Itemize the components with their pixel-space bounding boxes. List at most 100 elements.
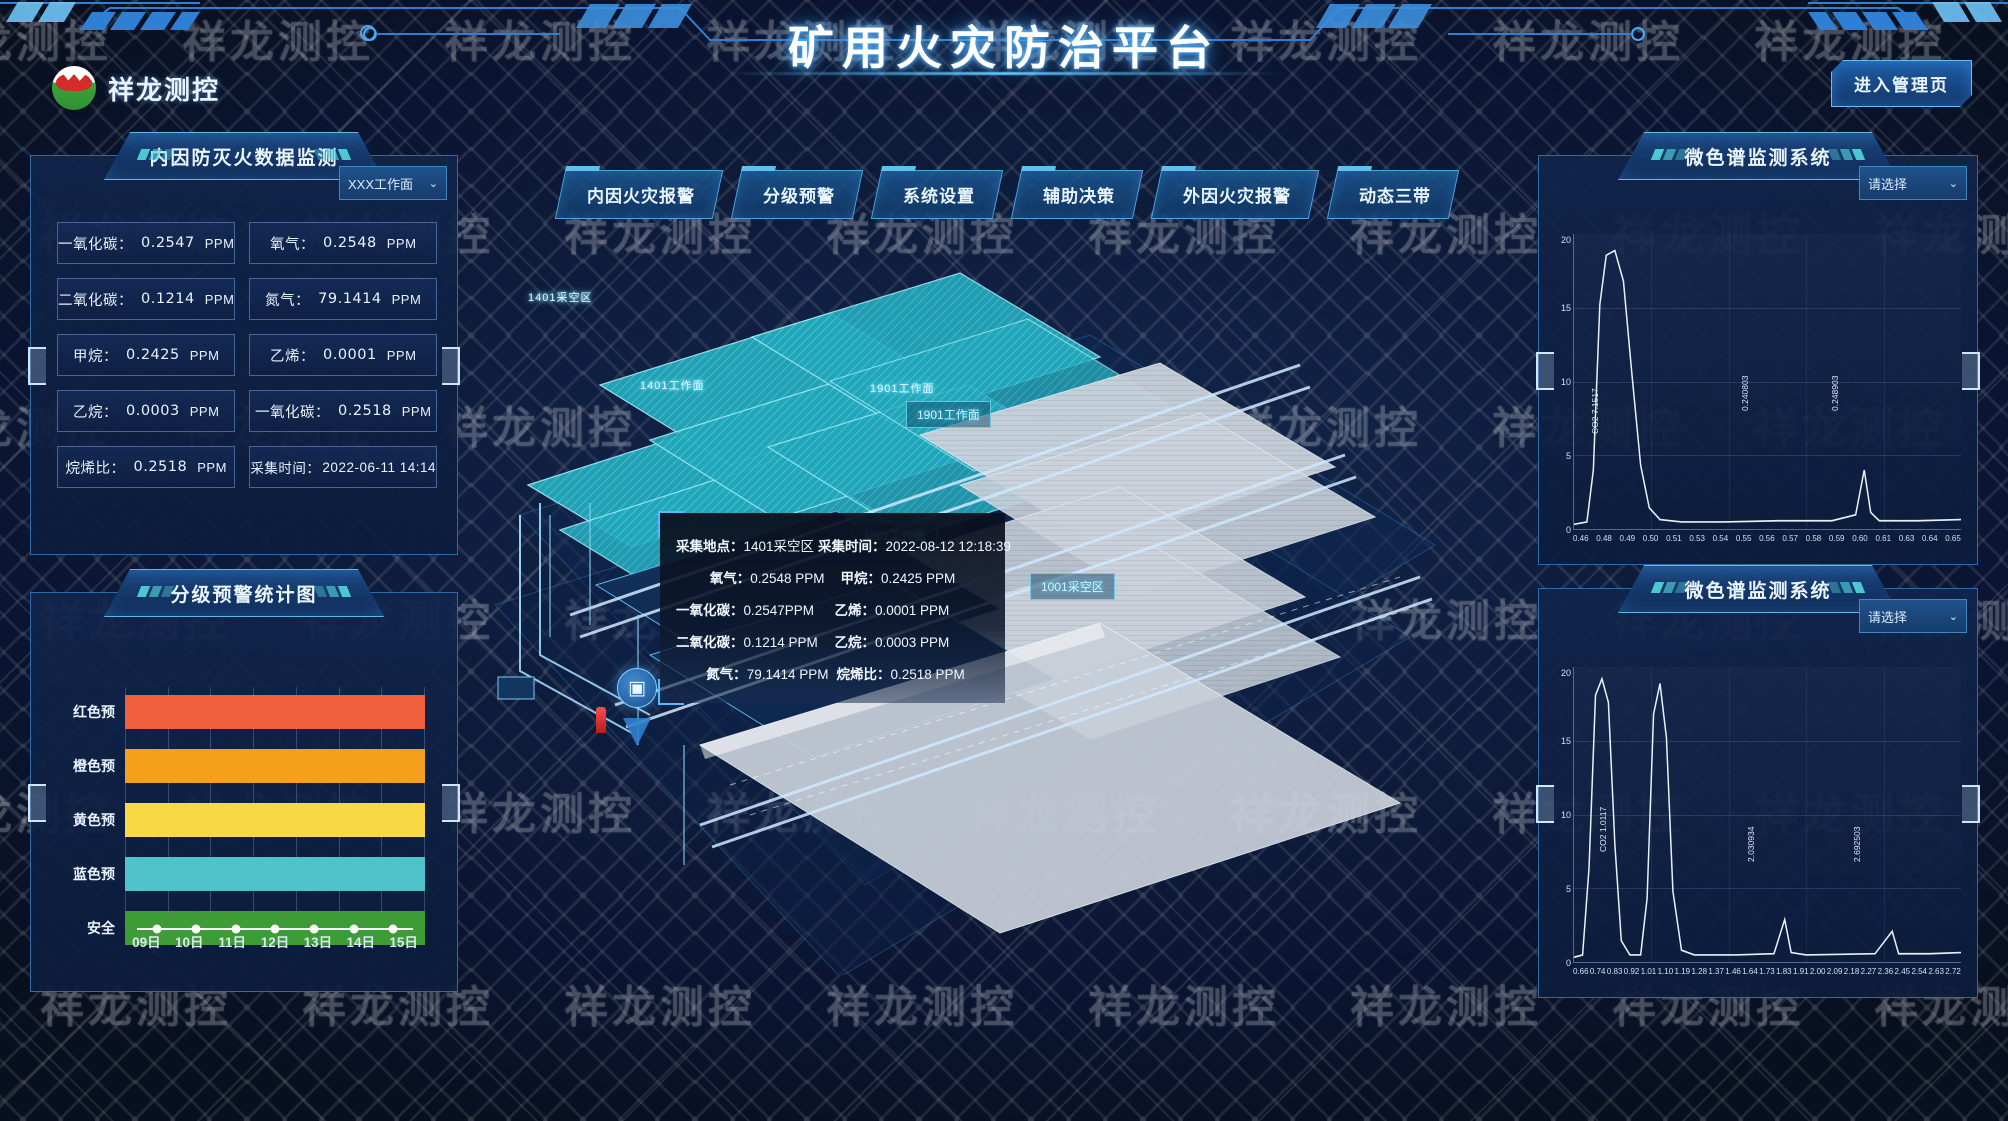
bar-label: 红色预	[73, 704, 115, 720]
tooltip-val: 0.0003 PPM	[875, 635, 950, 650]
nav-item-graded-warning[interactable]: 分级预警	[730, 170, 864, 219]
y-tick: 5	[1565, 451, 1571, 461]
x-tick: 2.72	[1945, 967, 1961, 976]
gas-readings-grid: 一氧化碳： 0.2547 PPM 氧气： 0.2548 PPM 二氧化碳： 0.…	[57, 222, 438, 488]
scene-label-1: 1401工作面	[640, 380, 705, 392]
cube-icon[interactable]: ▣	[617, 668, 657, 708]
x-tick: 0.49	[1619, 534, 1636, 543]
enter-admin-button[interactable]: 进入管理页	[1831, 60, 1972, 107]
x-tick: 0.61	[1875, 534, 1892, 543]
x-tick: 0.56	[1759, 534, 1775, 543]
tooltip-val: 79.1414 PPM	[746, 667, 829, 682]
panel-title-text: 内因防灭火数据监测	[149, 147, 339, 169]
mine-3d-scene[interactable]: 1401采空区 1401工作面 1901工作面 1901工作面 1001工作面 …	[400, 185, 1460, 975]
panel-title-gas-monitoring: 内因防灭火数据监测	[104, 132, 384, 180]
nav-item-decision-support[interactable]: 辅助决策	[1010, 170, 1144, 219]
nav-item-dynamic-three-zones[interactable]: 动态三带	[1326, 170, 1460, 219]
x-tick: 1.64	[1742, 967, 1758, 976]
gas-value: 0.2547	[141, 235, 195, 251]
gas-value: 0.0001	[323, 347, 377, 363]
x-tick: 0.65	[1945, 534, 1961, 543]
chromatograph-top-select[interactable]: 请选择 ⌄	[1859, 166, 1967, 200]
tooltip-key: 采集时间：	[818, 539, 886, 554]
chromatograph-top-x-axis: 0.46 0.48 0.49 0.50 0.51 0.53 0.54 0.55 …	[1573, 534, 1961, 552]
panel-gas-monitoring: 内因防灭火数据监测 XXX工作面 ⌄ 一氧化碳： 0.2547 PPM 氧气： …	[28, 155, 460, 555]
tooltip-row: 采集地点：1401采空区 采集时间：2022-08-12 12:18:39	[674, 529, 1011, 561]
x-tick: 2.45	[1894, 967, 1911, 976]
panel-title-graded-warning: 分级预警统计图	[104, 569, 384, 617]
gas-unit: PPM	[204, 235, 235, 251]
y-tick: 10	[1560, 377, 1571, 387]
gas-cell-alkane-ratio: 烷烯比： 0.2518 PPM	[57, 446, 236, 488]
nav-label: 动态三带	[1359, 187, 1431, 206]
gas-cell-c2h4: 乙烯： 0.0001 PPM	[249, 334, 438, 376]
bar-fill	[125, 911, 425, 945]
nav-item-system-settings[interactable]: 系统设置	[870, 170, 1004, 219]
x-tick: 2.63	[1928, 967, 1944, 976]
gas-value: 0.1214	[141, 291, 195, 307]
tooltip-key: 乙烷：	[834, 635, 876, 650]
x-tick: 09日	[132, 935, 161, 950]
gas-name: 甲烷：	[73, 348, 118, 365]
nav-item-external-fire-alarm[interactable]: 外因火灾报警	[1150, 170, 1320, 219]
safe-line-point	[191, 924, 201, 934]
safe-line-point	[152, 924, 162, 934]
bar-fill	[125, 695, 425, 729]
x-tick: 1.37	[1708, 967, 1724, 976]
bar-row-blue: 蓝色预	[73, 857, 425, 891]
bar-row-safe: 安全	[87, 911, 425, 945]
title-deco-right-icon	[316, 149, 349, 160]
nav-item-internal-fire-alarm[interactable]: 内因火灾报警	[554, 170, 724, 219]
scene-tagbox-3[interactable]: 1001采空区	[1030, 573, 1115, 600]
gas-name: 乙烷：	[73, 404, 118, 421]
x-tick: 15日	[389, 935, 418, 950]
title-deco-left-icon	[139, 586, 172, 597]
gas-unit: PPM	[386, 235, 417, 251]
gas-value: 0.2548	[323, 235, 377, 251]
tooltip-key: 氮气：	[706, 667, 747, 682]
x-tick: 0.55	[1735, 534, 1752, 543]
title-deco-left-icon	[1653, 582, 1686, 593]
y-tick: 15	[1560, 303, 1571, 313]
nav-label: 系统设置	[903, 187, 975, 206]
tooltip-val: 0.2548 PPM	[750, 571, 825, 586]
gas-name: 氧气：	[270, 236, 315, 253]
gas-unit: PPM	[386, 347, 417, 363]
x-tick: 1.73	[1759, 967, 1775, 976]
x-tick: 0.74	[1589, 967, 1606, 976]
x-tick: 1.01	[1640, 967, 1657, 976]
safe-line-point	[270, 924, 280, 934]
y-tick: 20	[1560, 234, 1571, 245]
workface-select[interactable]: XXX工作面 ⌄	[339, 166, 447, 200]
chromatograph-top-plot: CO2 7.1517 0.240803 0.248903	[1573, 234, 1961, 530]
brand-name: 祥龙测控	[108, 74, 221, 105]
x-tick: 1.10	[1657, 967, 1674, 976]
header-bar: 矿用火灾防治平台	[0, 0, 2008, 118]
x-tick: 2.54	[1911, 967, 1928, 976]
x-tick: 2.36	[1877, 967, 1894, 976]
bar-fill	[125, 857, 425, 891]
shield-logo-icon	[52, 66, 96, 110]
tooltip-key: 氧气：	[709, 571, 751, 586]
title-deco-right-icon	[1830, 149, 1863, 160]
x-tick: 0.92	[1623, 967, 1640, 976]
y-tick: 0	[1565, 958, 1571, 968]
x-tick: 0.66	[1573, 967, 1589, 976]
x-tick: 14日	[346, 935, 375, 950]
chromatograph-top-peak-0: CO2 7.1517	[1590, 388, 1600, 434]
tooltip-val: 0.1214 PPM	[743, 635, 818, 650]
gas-unit: PPM	[197, 459, 227, 475]
safe-line-point	[309, 924, 319, 934]
bar-row-orange: 橙色预	[73, 749, 425, 783]
x-tick: 0.51	[1666, 534, 1682, 543]
page-title: 矿用火灾防治平台	[788, 12, 1220, 78]
gas-cell-collect-time: 采集时间： 2022-06-11 14:14	[249, 446, 438, 488]
x-tick: 2.00	[1809, 967, 1826, 976]
chevron-down-icon: ⌄	[428, 177, 438, 190]
gas-value: 0.2518	[338, 403, 392, 419]
scene-tagbox-1[interactable]: 1901工作面	[906, 401, 991, 428]
chromatograph-bottom-select[interactable]: 请选择 ⌄	[1859, 599, 1967, 633]
gas-unit: PPM	[391, 291, 422, 307]
